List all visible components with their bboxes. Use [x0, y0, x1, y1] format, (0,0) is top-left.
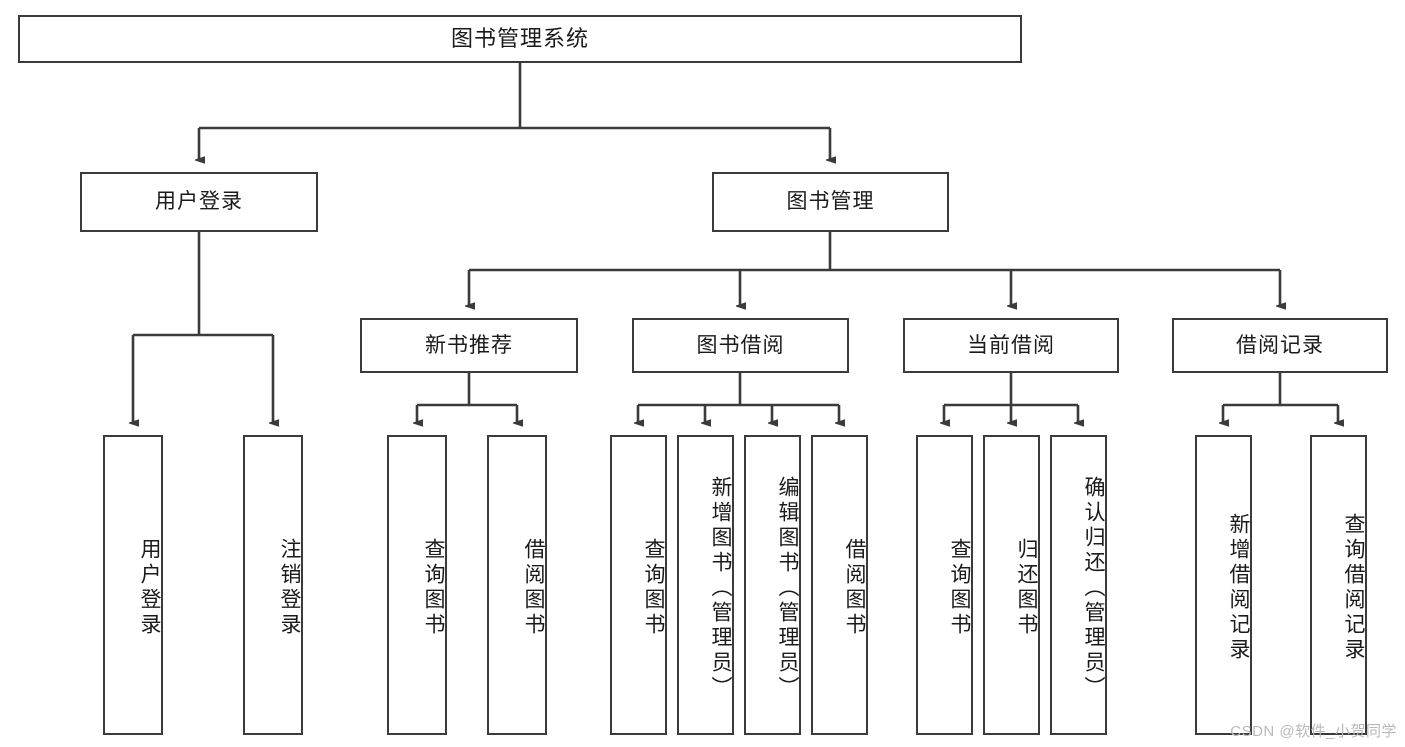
node-label: 查询图书 — [642, 538, 665, 638]
node-label: 查询借阅记录 — [1342, 513, 1365, 663]
node-leaf-add-book[interactable]: 新增图书（管理员） — [677, 435, 734, 735]
node-label: 图书管理系统 — [450, 25, 589, 51]
node-borrow-record[interactable]: 借阅记录 — [1172, 318, 1388, 373]
node-label: 确认归还（管理员） — [1082, 475, 1105, 701]
node-leaf-query-book-1[interactable]: 查询图书 — [387, 435, 447, 735]
node-label: 新增借阅记录 — [1227, 513, 1250, 663]
node-label: 查询图书 — [422, 538, 445, 638]
node-leaf-user-logout[interactable]: 注销登录 — [243, 435, 303, 735]
node-root[interactable]: 图书管理系统 — [18, 15, 1022, 63]
node-leaf-borrow-book-1[interactable]: 借阅图书 — [487, 435, 547, 735]
node-leaf-query-book-3[interactable]: 查询图书 — [916, 435, 973, 735]
node-leaf-edit-book[interactable]: 编辑图书（管理员） — [744, 435, 801, 735]
node-label: 用户登录 — [138, 538, 161, 638]
node-book-manage[interactable]: 图书管理 — [712, 172, 949, 232]
node-leaf-borrow-book-2[interactable]: 借阅图书 — [811, 435, 868, 735]
node-leaf-confirm-return[interactable]: 确认归还（管理员） — [1050, 435, 1107, 735]
node-label: 注销登录 — [278, 538, 301, 638]
node-label: 借阅图书 — [843, 538, 866, 638]
node-leaf-user-login[interactable]: 用户登录 — [103, 435, 163, 735]
node-label: 借阅图书 — [522, 538, 545, 638]
node-book-borrow[interactable]: 图书借阅 — [632, 318, 849, 373]
node-label: 归还图书 — [1015, 538, 1038, 638]
node-leaf-query-record[interactable]: 查询借阅记录 — [1310, 435, 1367, 735]
node-label: 借阅记录 — [1236, 333, 1324, 357]
node-new-book-rec[interactable]: 新书推荐 — [360, 318, 578, 373]
node-leaf-query-book-2[interactable]: 查询图书 — [610, 435, 667, 735]
csdn-watermark: CSDN @软件_小贺同学 — [1230, 723, 1397, 740]
node-label: 新增图书（管理员） — [709, 475, 732, 701]
node-label: 图书管理 — [786, 190, 875, 214]
node-label: 编辑图书（管理员） — [776, 475, 799, 701]
node-label: 图书借阅 — [696, 333, 785, 357]
node-label: 当前借阅 — [967, 333, 1055, 357]
node-label: 用户登录 — [155, 190, 243, 214]
node-leaf-return-book[interactable]: 归还图书 — [983, 435, 1040, 735]
node-leaf-add-record[interactable]: 新增借阅记录 — [1195, 435, 1252, 735]
node-label: 查询图书 — [948, 538, 971, 638]
node-user-login[interactable]: 用户登录 — [80, 172, 318, 232]
node-label: 新书推荐 — [425, 333, 513, 357]
node-current-borrow[interactable]: 当前借阅 — [903, 318, 1119, 373]
